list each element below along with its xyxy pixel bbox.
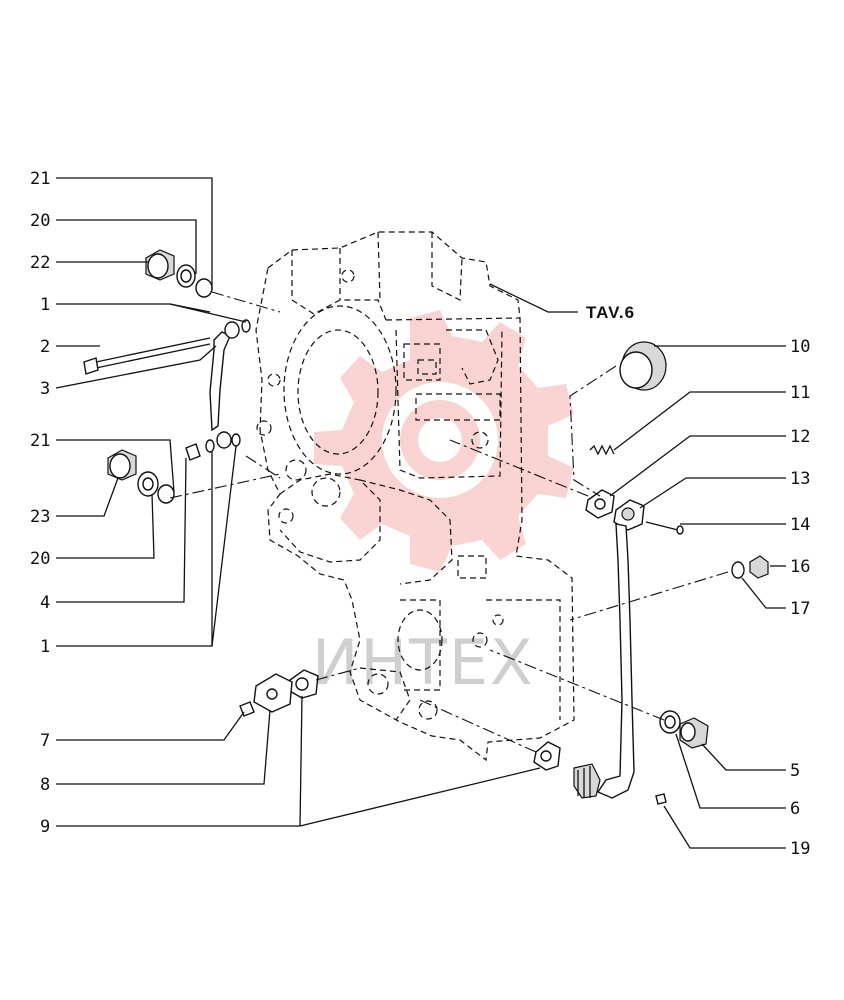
part-21-seal-left	[157, 484, 175, 504]
part-23-plug	[107, 449, 137, 481]
part-11-spring	[589, 444, 615, 456]
watermark-logo	[314, 310, 574, 572]
callout-4: 4	[40, 593, 50, 613]
callout-20-top: 20	[30, 211, 50, 231]
callout-10: 10	[790, 337, 810, 357]
part-10-cap	[619, 341, 667, 391]
callout-12: 12	[790, 427, 810, 447]
part-4-banjo-bolt	[185, 443, 201, 461]
part-16-plug	[749, 555, 769, 579]
reference-tav6: TAV.6	[586, 303, 635, 322]
callout-5: 5	[790, 761, 800, 781]
callout-7: 7	[40, 731, 50, 751]
part-3-oil-pipe	[209, 321, 240, 449]
callout-1-bottom: 1	[40, 637, 50, 657]
leader-lines	[55, 177, 786, 849]
callout-14: 14	[790, 515, 810, 535]
callout-3: 3	[40, 379, 50, 399]
assembly-lines	[169, 291, 729, 753]
callout-23: 23	[30, 507, 50, 527]
part-12-gasket	[585, 489, 615, 519]
part-filter-strainer	[573, 763, 601, 799]
part-19-screw	[655, 793, 667, 805]
callout-21-left: 21	[30, 431, 50, 451]
callout-9: 9	[40, 817, 50, 837]
callout-6: 6	[790, 799, 800, 819]
part-21-seal-top	[195, 278, 213, 298]
callout-16: 16	[790, 557, 810, 577]
part-14-screw	[645, 521, 684, 535]
part-13-flange	[613, 499, 645, 531]
callout-21-top: 21	[30, 169, 50, 189]
callout-8: 8	[40, 775, 50, 795]
callout-19: 19	[790, 839, 810, 859]
callout-1-top: 1	[40, 295, 50, 315]
part-22-plug	[145, 249, 175, 281]
part-20-washer-top	[176, 264, 196, 288]
part-6-washer	[659, 710, 681, 734]
watermark-text: ИНТЕХ	[312, 626, 535, 699]
part-5-plug	[679, 717, 709, 749]
part-17-washer	[731, 561, 745, 579]
callout-13: 13	[790, 469, 810, 489]
part-suction-pipe	[596, 523, 635, 799]
callout-22: 22	[30, 253, 50, 273]
callout-2: 2	[40, 337, 50, 357]
callout-20-left: 20	[30, 549, 50, 569]
callout-17: 17	[790, 599, 810, 619]
part-2-long-bolt	[83, 337, 211, 375]
part-9-gasket-bottom	[533, 741, 561, 771]
callout-11: 11	[790, 383, 810, 403]
gearbox-housing	[255, 231, 575, 762]
part-20-washer-left	[137, 471, 159, 497]
part-1-seal-rings	[205, 319, 251, 453]
part-8-cover-plate	[253, 673, 293, 713]
callout-labels: 21 20 22 1 2 3 21 23 20 4 1 7 8 9 10 11 …	[30, 169, 810, 859]
